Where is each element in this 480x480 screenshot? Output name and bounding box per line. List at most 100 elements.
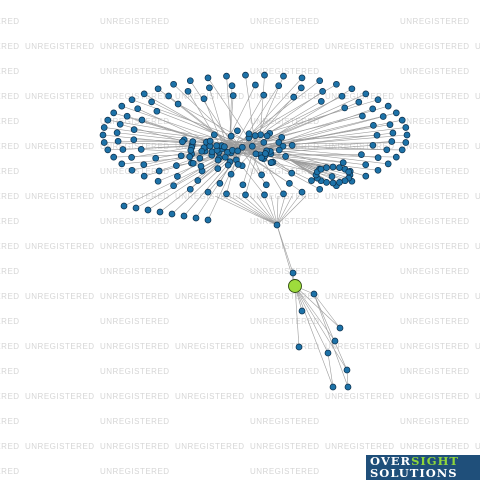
outer-ring-node[interactable] (123, 112, 131, 120)
outer-ring-node[interactable] (402, 124, 410, 131)
outer-ring-node[interactable] (216, 180, 224, 187)
outer-ring-node[interactable] (369, 105, 377, 113)
tail-node[interactable] (180, 212, 188, 220)
inner-cluster-node[interactable] (282, 153, 289, 160)
outer-ring-node[interactable] (369, 141, 377, 149)
inner-cluster-node[interactable] (221, 143, 228, 151)
outer-ring-node[interactable] (288, 169, 296, 177)
sub-cluster-node[interactable] (336, 164, 343, 171)
branch-node[interactable] (295, 343, 303, 351)
outer-ring-node[interactable] (298, 74, 306, 82)
outer-ring-node[interactable] (223, 72, 230, 80)
outer-ring-node[interactable] (328, 173, 336, 180)
outer-ring-node[interactable] (333, 80, 340, 88)
tail-node[interactable] (132, 204, 140, 212)
outer-ring-node[interactable] (316, 185, 324, 193)
branch-node[interactable] (310, 290, 318, 298)
inner-cluster-node[interactable] (251, 132, 259, 139)
outer-ring-node[interactable] (339, 159, 347, 166)
inner-cluster-node[interactable] (186, 153, 194, 161)
outer-ring-node[interactable] (204, 74, 212, 82)
branch-node[interactable] (289, 269, 297, 277)
outer-ring-node[interactable] (389, 129, 397, 137)
outer-ring-node[interactable] (114, 137, 122, 145)
outer-ring-node[interactable] (118, 102, 126, 110)
outer-ring-node[interactable] (184, 87, 192, 95)
outer-ring-node[interactable] (260, 91, 268, 99)
outer-ring-node[interactable] (379, 113, 387, 120)
outer-ring-node[interactable] (140, 172, 148, 180)
outer-ring-node[interactable] (104, 116, 112, 124)
outer-ring-node[interactable] (239, 181, 247, 189)
outer-ring-node[interactable] (298, 188, 306, 196)
outer-ring-node[interactable] (119, 146, 127, 153)
outer-ring-node[interactable] (229, 92, 237, 99)
outer-ring-node[interactable] (104, 146, 112, 154)
sub-cluster-node[interactable] (323, 164, 330, 171)
inner-cluster-node[interactable] (210, 131, 218, 139)
sub-cluster-node[interactable] (329, 163, 337, 171)
inner-cluster-node[interactable] (252, 150, 260, 158)
outer-ring-node[interactable] (348, 85, 356, 93)
inner-cluster-node[interactable] (234, 161, 242, 168)
outer-ring-node[interactable] (194, 177, 202, 184)
inner-cluster-node[interactable] (227, 132, 235, 140)
outer-ring-node[interactable] (148, 98, 155, 106)
outer-ring-node[interactable] (341, 104, 349, 112)
outer-ring-node[interactable] (275, 82, 283, 90)
branch-node[interactable] (331, 337, 339, 345)
outer-ring-node[interactable] (186, 185, 194, 193)
sub-cluster-node[interactable] (323, 179, 330, 186)
outer-ring-node[interactable] (373, 131, 381, 139)
outer-ring-node[interactable] (384, 160, 392, 168)
outer-ring-node[interactable] (319, 88, 326, 95)
outer-ring-node[interactable] (290, 93, 298, 101)
outer-ring-node[interactable] (154, 177, 162, 185)
outer-ring-node[interactable] (392, 153, 400, 161)
outer-ring-node[interactable] (174, 100, 182, 108)
outer-ring-node[interactable] (388, 138, 396, 145)
inner-cluster-node[interactable] (263, 132, 271, 140)
inner-cluster-node[interactable] (198, 147, 206, 155)
outer-ring-node[interactable] (316, 77, 324, 85)
inner-cluster-node[interactable] (262, 150, 269, 157)
outer-ring-node[interactable] (355, 98, 363, 106)
outer-ring-node[interactable] (134, 105, 142, 113)
inner-cluster-node[interactable] (224, 161, 232, 169)
inner-cluster-node[interactable] (234, 127, 241, 135)
outer-ring-node[interactable] (186, 77, 194, 85)
inner-cluster-node[interactable] (238, 143, 246, 151)
outer-ring-node[interactable] (261, 191, 268, 199)
outer-ring-node[interactable] (173, 162, 180, 169)
outer-ring-node[interactable] (116, 120, 124, 128)
outer-ring-node[interactable] (252, 81, 259, 89)
outer-ring-node[interactable] (154, 85, 162, 93)
outer-ring-node[interactable] (110, 109, 118, 117)
outer-ring-node[interactable] (374, 166, 382, 174)
inner-cluster-node[interactable] (213, 142, 220, 150)
outer-ring-node[interactable] (155, 167, 163, 175)
outer-ring-node[interactable] (223, 190, 230, 198)
branch-node[interactable] (336, 324, 344, 332)
outer-ring-node[interactable] (128, 154, 135, 161)
outer-ring-node[interactable] (280, 72, 287, 80)
outer-ring-node[interactable] (140, 161, 148, 168)
outer-ring-node[interactable] (370, 122, 377, 129)
outer-ring-node[interactable] (362, 161, 370, 169)
inner-cluster-node[interactable] (214, 165, 222, 172)
inner-cluster-node[interactable] (214, 156, 222, 164)
outer-ring-node[interactable] (402, 139, 410, 146)
outer-ring-node[interactable] (258, 171, 265, 179)
outer-ring-node[interactable] (280, 190, 287, 198)
inner-cluster-node[interactable] (196, 154, 204, 162)
bridge-node[interactable] (273, 221, 281, 229)
outer-ring-node[interactable] (204, 188, 212, 196)
sub-cluster-node[interactable] (336, 179, 343, 186)
outer-ring-node[interactable] (130, 136, 138, 144)
outer-ring-node[interactable] (118, 160, 126, 168)
outer-ring-node[interactable] (308, 177, 315, 184)
outer-ring-node[interactable] (170, 80, 177, 88)
tail-node[interactable] (156, 208, 164, 216)
focal-node[interactable] (288, 279, 302, 293)
outer-ring-node[interactable] (362, 90, 370, 98)
